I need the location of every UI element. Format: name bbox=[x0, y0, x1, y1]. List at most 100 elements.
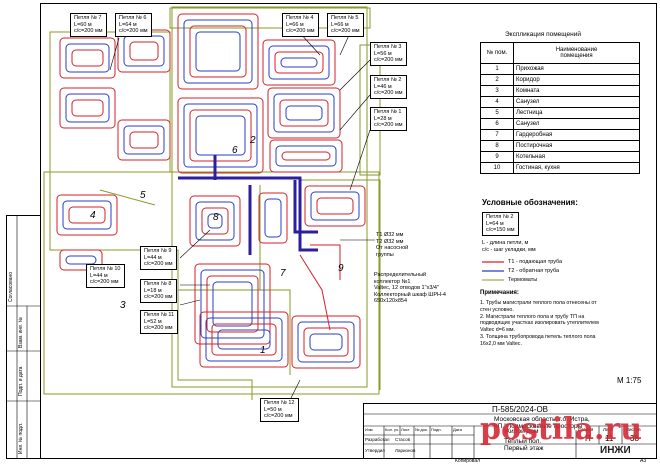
col-head: Дата bbox=[453, 427, 462, 432]
coil-turn bbox=[212, 281, 253, 327]
sheet-header: Лист bbox=[603, 427, 613, 432]
coil-turn bbox=[310, 191, 360, 221]
legend-t2: Т2 - обратная труба bbox=[508, 268, 560, 274]
col-header-num: № пом. bbox=[480, 42, 514, 64]
room-number-cell: 9 bbox=[480, 151, 514, 163]
leader-lines bbox=[109, 32, 375, 401]
role-developer: Разработал bbox=[365, 437, 390, 442]
coil-turn bbox=[59, 37, 116, 79]
col-head: Лист bbox=[401, 427, 410, 432]
coil-turn bbox=[262, 39, 336, 86]
col-head: Подп. bbox=[431, 427, 442, 432]
coil-turn bbox=[177, 13, 259, 90]
coil-turn bbox=[56, 194, 118, 236]
sheets-value: 38 bbox=[630, 434, 639, 443]
coil-turn bbox=[316, 197, 354, 215]
room-number: 5 bbox=[140, 190, 146, 201]
coil-turn bbox=[183, 103, 258, 168]
coil-turn bbox=[200, 269, 265, 339]
room-number-cell: 3 bbox=[480, 85, 514, 97]
coil-turn bbox=[264, 198, 282, 238]
coil-turn bbox=[304, 185, 366, 227]
coil-turn bbox=[291, 315, 361, 369]
room-name-cell: Санузел bbox=[513, 118, 640, 130]
drawing-code: П-585/2024-ОВ bbox=[492, 405, 549, 414]
coil-turn bbox=[68, 206, 106, 224]
coil-turn bbox=[129, 131, 159, 149]
coil-turn bbox=[285, 105, 323, 121]
coil-turn bbox=[195, 115, 246, 156]
room-number-cell: 1 bbox=[480, 63, 514, 75]
room-name-cell: Гардеробная bbox=[513, 129, 640, 141]
coil-turn bbox=[62, 200, 112, 230]
coil-turn bbox=[189, 25, 247, 78]
coil-turn bbox=[281, 151, 331, 161]
coil-turn bbox=[195, 31, 241, 72]
legend-thermo: Термоматы bbox=[508, 277, 538, 283]
room-name-cell: Санузел bbox=[513, 96, 640, 108]
legend-lines bbox=[482, 261, 504, 281]
developer-name: Стасов bbox=[395, 437, 410, 442]
coil-turn bbox=[211, 323, 277, 356]
room-number: 4 bbox=[90, 210, 96, 221]
coil-turn bbox=[273, 93, 335, 133]
room-number: 7 bbox=[280, 268, 286, 279]
sidebar-cell: Инв. № подл. bbox=[18, 422, 24, 454]
room-name-cell: Котельная bbox=[513, 151, 640, 163]
sidebar-cell: Подп. и дата bbox=[18, 366, 24, 396]
coil-turn bbox=[267, 87, 341, 139]
room-name-cell: Коридор bbox=[513, 74, 640, 86]
coil-turn bbox=[177, 97, 264, 174]
object-name: Жилой дом bbox=[504, 428, 539, 435]
approver-name: Ларионов bbox=[395, 448, 416, 453]
collector-note: Распределительный коллектор №1 Valtec, 1… bbox=[374, 272, 446, 304]
coil-turn bbox=[280, 57, 318, 68]
room-number: 2 bbox=[250, 135, 256, 146]
sheets-header: Листов bbox=[626, 427, 641, 432]
room-number-cell: 8 bbox=[480, 140, 514, 152]
left-stamp-column: Согласовано Взам. инв. № Подп. и дата Ин… bbox=[6, 215, 41, 459]
coil-turn bbox=[183, 19, 253, 84]
room-number: 8 bbox=[213, 212, 219, 223]
legend-title: Условные обозначения: bbox=[482, 198, 578, 207]
coil-turn bbox=[309, 333, 343, 351]
coil-turn bbox=[303, 327, 349, 357]
coil-turn bbox=[189, 109, 252, 162]
watermark-text: postila.ru bbox=[480, 412, 643, 447]
room-number: 9 bbox=[338, 263, 344, 274]
coil-turn bbox=[275, 145, 337, 167]
coil-turn bbox=[195, 201, 235, 241]
room-number-cell: 7 bbox=[480, 129, 514, 141]
collector-lines bbox=[178, 155, 318, 255]
coil-turn bbox=[65, 43, 110, 73]
table-header-row: № пом. Наименование помещения bbox=[480, 42, 640, 64]
room-number-cell: 10 bbox=[480, 162, 514, 174]
coil-turn bbox=[258, 192, 288, 244]
coil-turn bbox=[59, 249, 103, 271]
room-name-cell: Гостиная, кухня bbox=[513, 162, 640, 174]
col-header-name: Наименование помещения bbox=[513, 42, 640, 64]
coil-turn bbox=[274, 51, 324, 74]
room-name-cell: Комната bbox=[513, 85, 640, 97]
col-head: Кол. уч. bbox=[385, 427, 400, 432]
room-number: 6 bbox=[232, 145, 238, 156]
